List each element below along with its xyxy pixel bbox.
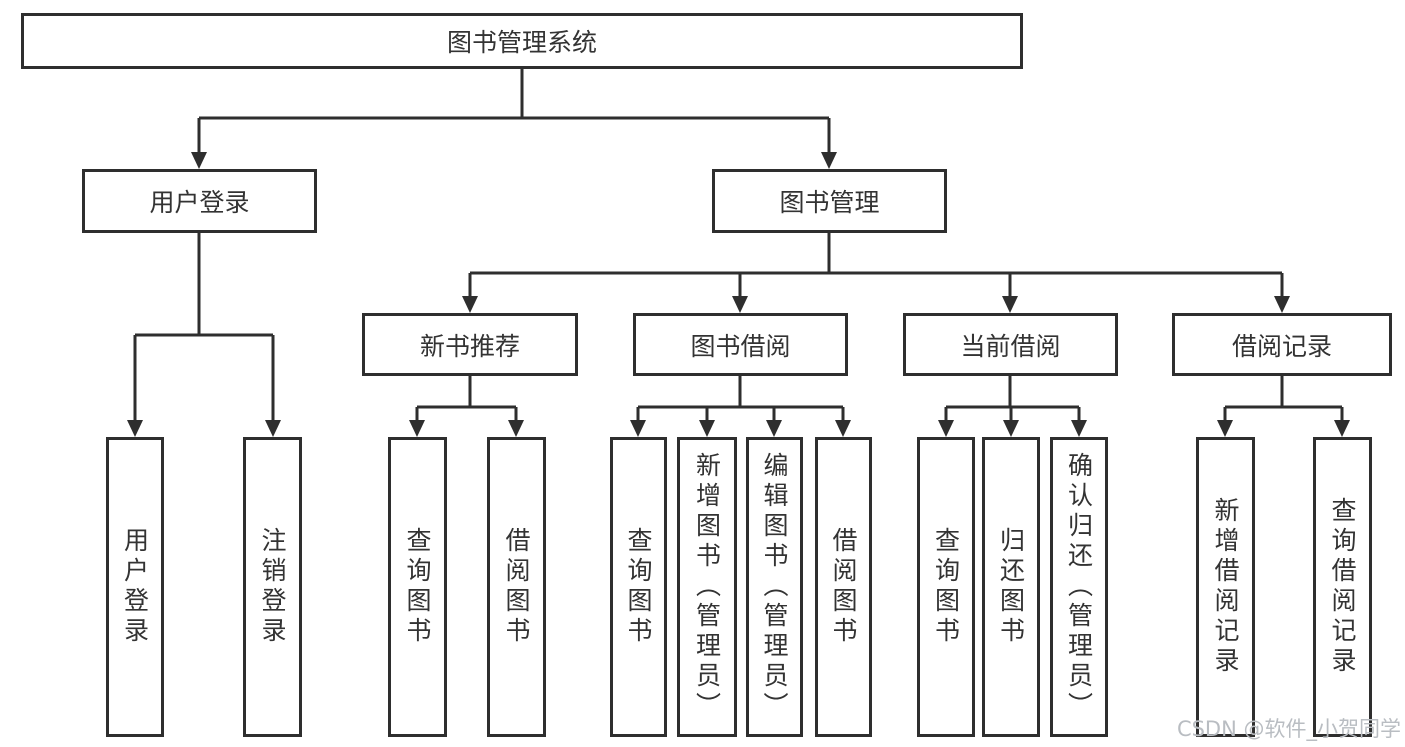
node-library-management-system: 图书管理系统 <box>21 13 1023 69</box>
node-book-borrow: 图书借阅 <box>633 313 848 376</box>
leaf-query-borrow-record: 查询借阅记录 <box>1313 437 1372 737</box>
leaf-user-login-label: 用户登录 <box>120 527 150 647</box>
leaf-borrow-books-recommend: 借阅图书 <box>487 437 546 737</box>
leaf-logout-label: 注销登录 <box>258 527 287 647</box>
leaf-add-book-admin-label: 新增图书（管理员） <box>692 452 722 722</box>
leaf-confirm-return-admin: 确认归还（管理员） <box>1050 437 1108 737</box>
leaf-add-book-admin: 新增图书（管理员） <box>677 437 737 737</box>
leaf-return-book-label: 归还图书 <box>996 527 1026 647</box>
leaf-add-borrow-record: 新增借阅记录 <box>1196 437 1255 737</box>
node-borrow-records: 借阅记录 <box>1172 313 1392 376</box>
node-user-login: 用户登录 <box>82 169 317 233</box>
leaf-query-books-current: 查询图书 <box>917 437 975 737</box>
leaf-borrow-books-recommend-label: 借阅图书 <box>502 527 531 647</box>
leaf-add-borrow-record-label: 新增借阅记录 <box>1211 497 1240 677</box>
leaf-logout: 注销登录 <box>243 437 302 737</box>
leaf-edit-book-admin-label: 编辑图书（管理员） <box>760 452 789 722</box>
node-book-management: 图书管理 <box>712 169 947 233</box>
leaf-query-books-recommend-label: 查询图书 <box>403 527 432 647</box>
node-current-borrow: 当前借阅 <box>903 313 1118 376</box>
leaf-query-books-borrow-label: 查询图书 <box>624 527 653 647</box>
leaf-return-book: 归还图书 <box>982 437 1040 737</box>
csdn-watermark: CSDN @软件_小贺同学 <box>1176 717 1401 741</box>
leaf-borrow-books-2: 借阅图书 <box>815 437 872 737</box>
leaf-confirm-return-admin-label: 确认归还（管理员） <box>1064 452 1094 722</box>
leaf-query-books-borrow: 查询图书 <box>610 437 667 737</box>
leaf-query-books-recommend: 查询图书 <box>388 437 447 737</box>
leaf-user-login: 用户登录 <box>106 437 164 737</box>
leaf-edit-book-admin: 编辑图书（管理员） <box>746 437 803 737</box>
leaf-borrow-books-2-label: 借阅图书 <box>829 527 858 647</box>
leaf-query-books-current-label: 查询图书 <box>931 527 961 647</box>
leaf-query-borrow-record-label: 查询借阅记录 <box>1328 497 1357 677</box>
node-new-book-recommend: 新书推荐 <box>362 313 578 376</box>
